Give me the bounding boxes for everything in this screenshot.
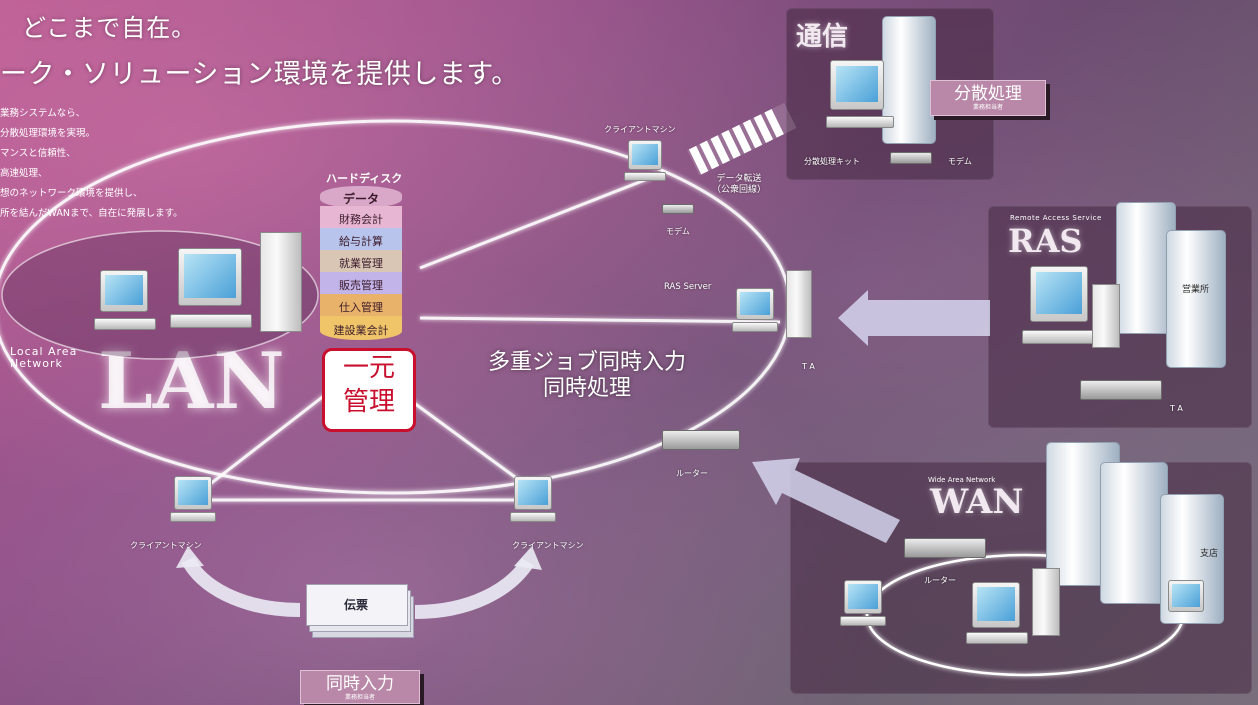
tsushin-tag-main: 分散処理: [954, 84, 1022, 104]
ras-server-label: RAS Server: [664, 282, 712, 292]
router-center-label: ルーター: [676, 469, 708, 478]
db-layer: [320, 250, 402, 272]
link-hub-ras: [419, 316, 781, 324]
arrow-wan: [752, 458, 900, 543]
tsushin-modem-device: [890, 152, 932, 164]
curve-arrow-left: [181, 556, 301, 617]
router-center-device: [662, 430, 740, 450]
bottom-tag-main: 同時入力: [326, 674, 394, 694]
db-layer: [320, 206, 402, 228]
modem-top-device: [662, 204, 694, 214]
db-item-3: 就業管理: [339, 257, 383, 270]
denpyo-stack: 伝票: [306, 584, 414, 638]
curve-arrow-right-head: [514, 546, 542, 570]
data-transfer-label: データ転送 （公衆回線）: [712, 174, 766, 196]
data-transfer-band: [687, 102, 797, 176]
lan-title: LAN: [98, 336, 285, 427]
db-layer: [320, 272, 402, 294]
bottom-tag: 同時入力 業務担当者: [300, 670, 420, 704]
tsushin-tag-sub: 業務担当者: [972, 104, 1003, 111]
client-top-label: クライアントマシン: [604, 125, 676, 134]
headline-line-2: ーク・ソリューション環境を提供します。: [0, 59, 519, 90]
db-item-4: 販売管理: [339, 279, 383, 292]
curve-arrow-right: [414, 557, 534, 619]
body-line: 高速処理、: [0, 168, 48, 179]
denpyo-label: 伝票: [343, 598, 368, 612]
link-hub-client-top: [419, 176, 651, 270]
ras-server-block-2: [1166, 230, 1226, 368]
wan-server-block-2: [1100, 462, 1168, 604]
client-right-label: クライアントマシン: [512, 541, 584, 550]
ta-center-label: T A: [802, 362, 815, 371]
ichigen-line-2: 管理: [342, 387, 395, 417]
wan-router-device: [904, 538, 986, 558]
data-transfer-line-2: （公衆回線）: [712, 185, 767, 195]
db-item-6: 建設業会計: [333, 324, 389, 337]
ras-subtitle: Remote Access Service: [1010, 214, 1102, 222]
tsushin-kit-label: 分散処理キット: [804, 157, 860, 166]
db-layer: [320, 228, 402, 250]
db-item-2: 給与計算: [339, 235, 383, 248]
link-hub-client-left: [204, 393, 326, 490]
tsushin-title: 通信: [796, 22, 849, 52]
wan-title: WAN: [930, 482, 1024, 522]
client-left-label: クライアントマシン: [130, 541, 202, 550]
ras-ta-label: T A: [1170, 404, 1183, 413]
link-hub-client-right: [409, 398, 531, 490]
db-item-1: 財務会計: [339, 213, 383, 226]
db-item-data: データ: [342, 192, 379, 206]
bottom-tag-sub: 業務担当者: [344, 694, 375, 701]
ras-title: RAS: [1008, 222, 1083, 260]
body-text: 業務システムなら、 分散処理環境を実現。 マンスと信頼性、 高速処理、 想のネッ…: [0, 104, 183, 224]
body-line: 業務システムなら、: [0, 108, 86, 119]
ras-office-label: 営業所: [1182, 285, 1210, 295]
wan-branch-label: 支店: [1200, 549, 1219, 559]
tsushin-modem-label: モデム: [948, 157, 972, 166]
body-line: 所を結んだWANまで、自在に発展します。: [0, 208, 183, 219]
body-line: 想のネットワーク環境を提供し、: [0, 188, 143, 199]
ichigen-kanri-box: 一元 管理: [322, 348, 416, 432]
wan-subtitle: Wide Area Network: [928, 476, 996, 484]
database-stack: データ 財務会計 給与計算 就業管理 販売管理 仕入管理 建設業会計: [320, 186, 402, 342]
ichigen-line-1: 一元: [342, 353, 395, 383]
tsushin-tag: 分散処理 業務担当者: [930, 80, 1046, 116]
body-line: 分散処理環境を実現。: [0, 128, 96, 139]
headline-line-1: どこまで自在。: [22, 14, 197, 42]
db-layer: [320, 294, 402, 316]
multi-job-text: 多重ジョブ同時入力 同時処理: [446, 350, 728, 402]
hard-disk-label: ハードディスク: [326, 172, 403, 185]
multi-job-line-1: 多重ジョブ同時入力: [487, 350, 686, 375]
curve-arrow-left-head: [176, 546, 204, 568]
ras-ta-device: [1080, 380, 1162, 400]
multi-job-line-2: 同時処理: [542, 376, 631, 401]
body-line: マンスと信頼性、: [0, 148, 76, 159]
data-transfer-line-1: データ転送: [716, 174, 762, 184]
arrow-ras: [838, 290, 990, 346]
wan-router-label: ルーター: [924, 576, 956, 585]
modem-top-label: モデム: [666, 227, 690, 236]
db-item-5: 仕入管理: [339, 301, 383, 314]
lan-subtitle: Local Area Network: [10, 345, 78, 370]
db-layer: [320, 186, 402, 208]
db-layer: [320, 316, 402, 340]
